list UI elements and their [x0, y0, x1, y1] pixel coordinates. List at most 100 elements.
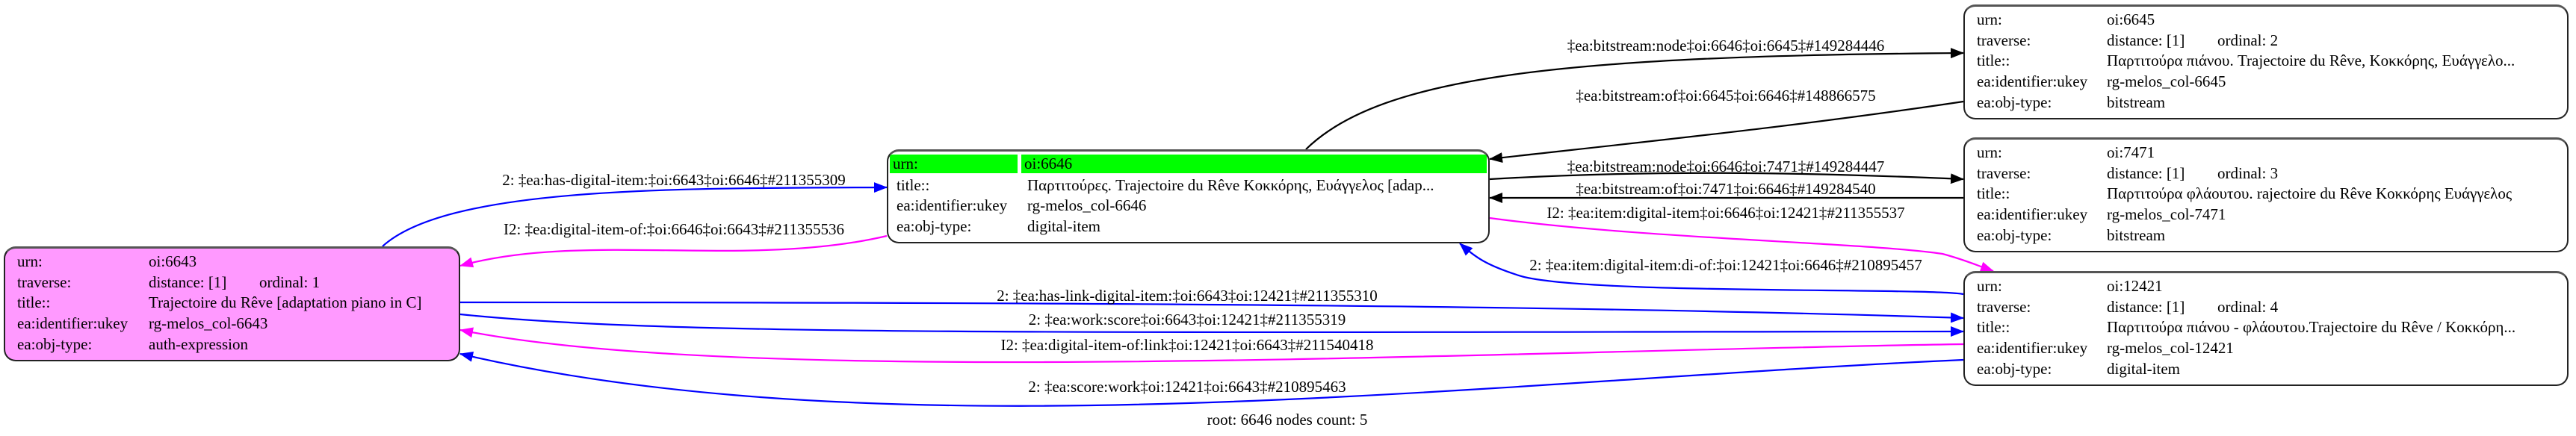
key: ea:obj-type: — [1977, 225, 2052, 244]
value: oi:6643 — [149, 252, 197, 270]
row-obj-type: ea:obj-type: digital-item — [1965, 359, 2567, 380]
value: Παρτιτούρα φλάουτου. rajectoire du Rêve … — [2107, 184, 2512, 203]
row-obj-type: ea:obj-type: bitstream — [1965, 225, 2567, 246]
key: title:: — [897, 175, 930, 194]
ordinal: ordinal: 2 — [2217, 31, 2279, 49]
edge-label: I2: ‡ea:digital-item-of:‡oi:6646‡oi:6643… — [504, 220, 844, 238]
row-urn: urn: oi:6645 — [1965, 10, 2567, 31]
edge-12421-to-6643-link — [459, 327, 1964, 364]
value: rg-melos_col-6645 — [2107, 72, 2226, 91]
row-traverse: traverse:distance: [1]ordinal: 1 — [5, 272, 459, 293]
edge-6643-to-12421-link — [459, 301, 1964, 323]
edge-label: 2: ‡ea:has-digital-item:‡oi:6643‡oi:6646… — [502, 171, 845, 189]
key: ea:obj-type: — [1977, 359, 2052, 378]
value: bitstream — [2107, 225, 2166, 244]
row-ukey: ea:identifier:ukey rg-melos_col-6645 — [1965, 72, 2567, 93]
row-title: title::Παρτιτούρα πιάνου. Trajectoire du… — [1965, 51, 2567, 72]
edge-12421-to-6643-work — [459, 352, 1964, 407]
value: rg-melos_col-6643 — [149, 314, 268, 333]
row-ukey: ea:identifier:ukey rg-melos_col-6643 — [5, 314, 459, 334]
node-6646-root[interactable]: urn:oi:6646 title::Παρτιτούρες. Trajecto… — [887, 149, 1490, 243]
value: digital-item — [2107, 359, 2180, 378]
edge-label: ‡ea:bitstream:of‡oi:6645‡oi:6646‡#148866… — [1576, 87, 1875, 105]
row-title: title::Trajectoire du Rêve [adaptation p… — [5, 293, 459, 314]
key: ea:obj-type: — [17, 334, 93, 353]
node-12421[interactable]: urn: oi:12421 traverse: distance: [1] ordin… — [1963, 271, 2569, 386]
row-obj-type: ea:obj-type: auth-expression — [5, 334, 459, 355]
row-traverse: traverse: distance: [1] ordinal: 3 — [1965, 164, 2567, 184]
key: ea:identifier:ukey — [17, 314, 129, 333]
edge-label: 2: ‡ea:item:digital-item:di-of:‡oi:12421… — [1529, 256, 1922, 274]
key: title:: — [17, 293, 51, 312]
row-title: title::Παρτιτούρα φλάουτου. rajectoire d… — [1965, 184, 2567, 205]
value: bitstream — [2107, 93, 2166, 111]
row-traverse: traverse: distance: [1] ordinal: 2 — [1965, 31, 2567, 52]
key: title:: — [1977, 184, 2010, 203]
ordinal: ordinal: 4 — [2217, 297, 2279, 316]
key: ea:identifier:ukey — [897, 196, 1008, 215]
key: traverse: — [17, 272, 72, 291]
edge-label: I2: ‡ea:item:digital-item‡oi:6646‡oi:124… — [1546, 204, 1904, 222]
value: oi:7471 — [2107, 143, 2155, 161]
value: oi:12421 — [2107, 277, 2163, 295]
row-urn: urn:oi:6646 — [888, 155, 1488, 175]
edge-label: ‡ea:bitstream:node‡oi:6646‡oi:7471‡#1492… — [1567, 158, 1885, 175]
key: ea:identifier:ukey — [1977, 72, 2088, 91]
key: urn: — [1977, 277, 2002, 295]
edge-label: 2: ‡ea:work:score‡oi:6643‡oi:12421‡#2113… — [1029, 311, 1346, 328]
value: Παρτιτούρες. Trajectoire du Rêve Κοκκόρη… — [1027, 175, 1434, 194]
ordinal: ordinal: 3 — [2217, 164, 2279, 182]
node-6645[interactable]: urn: oi:6645 traverse: distance: [1] ordina… — [1963, 4, 2569, 119]
key: traverse: — [1977, 297, 2031, 316]
row-title: title::Παρτιτούρα πιάνου - φλάουτου.Traj… — [1965, 317, 2567, 338]
row-urn: urn: oi:7471 — [1965, 143, 2567, 164]
node-6643[interactable]: urn:oi:6643 traverse:distance: [1]ordina… — [4, 246, 460, 361]
value: rg-melos_col-12421 — [2107, 339, 2234, 358]
row-obj-type: ea:obj-type: digital-item — [888, 217, 1488, 237]
row-obj-type: ea:obj-type: bitstream — [1965, 93, 2567, 113]
distance: distance: [1] — [2107, 297, 2185, 316]
value: Trajectoire du Rêve [adaptation piano in… — [149, 293, 422, 312]
edge-label: ‡ea:bitstream:of‡oi:7471‡oi:6646‡#149284… — [1576, 180, 1875, 198]
edge-label: 2: ‡ea:has-link-digital-item:‡oi:6643‡oi… — [997, 287, 1378, 305]
key: urn: — [1977, 10, 2002, 28]
value: digital-item — [1027, 217, 1100, 236]
edge-label: I2: ‡ea:digital-item-of:link‡oi:12421‡oi… — [1000, 336, 1373, 354]
distance: distance: [1] — [149, 272, 227, 291]
key: traverse: — [1977, 164, 2031, 182]
key: ea:identifier:ukey — [1977, 205, 2088, 224]
value: Παρτιτούρα πιάνου - φλάουτου.Trajectoire… — [2107, 318, 2516, 337]
key: title:: — [1977, 52, 2010, 70]
key: urn: — [17, 252, 43, 270]
edge-label: 2: ‡ea:score:work‡oi:12421‡oi:6643‡#2108… — [1028, 378, 1346, 396]
row-ukey: ea:identifier:ukey rg-melos_col-7471 — [1965, 205, 2567, 225]
value: rg-melos_col-7471 — [2107, 205, 2226, 224]
key: title:: — [1977, 318, 2010, 337]
key: ea:obj-type: — [897, 217, 972, 236]
row-title: title::Παρτιτούρες. Trajectoire du Rêve … — [888, 175, 1488, 196]
edge-6646-to-6645 — [1305, 48, 1964, 150]
key: traverse: — [1977, 31, 2031, 49]
edge-6643-to-12421-score — [459, 313, 1964, 337]
edge-6645-to-6646 — [1489, 100, 1964, 164]
edge-6646-to-7471 — [1489, 172, 1964, 184]
graph-footer: root: 6646 nodes count: 5 — [1207, 411, 1368, 429]
edge-label: ‡ea:bitstream:node‡oi:6646‡oi:6645‡#1492… — [1567, 37, 1885, 54]
value: auth-expression — [149, 334, 248, 353]
distance: distance: [1] — [2107, 164, 2185, 182]
edge-6646-to-12421 — [1489, 217, 1994, 272]
row-urn: urn: oi:6643 — [5, 252, 459, 272]
key: ea:obj-type: — [1977, 93, 2052, 111]
value: rg-melos_col-6646 — [1027, 196, 1147, 215]
node-7471[interactable]: urn: oi:7471 traverse: distance: [1] ordina… — [1963, 137, 2569, 252]
value: Παρτιτούρα πιάνου. Trajectoire du Rêve, … — [2107, 52, 2515, 70]
value: oi:6645 — [2107, 10, 2155, 28]
value: oi:6646 — [1021, 155, 1487, 173]
distance: distance: [1] — [2107, 31, 2185, 49]
edge-12421-to-6646 — [1459, 243, 1964, 296]
row-urn: urn: oi:12421 — [1965, 276, 2567, 297]
row-traverse: traverse: distance: [1] ordinal: 4 — [1965, 297, 2567, 318]
key: urn: — [1977, 143, 2002, 161]
key: urn: — [890, 155, 1018, 173]
